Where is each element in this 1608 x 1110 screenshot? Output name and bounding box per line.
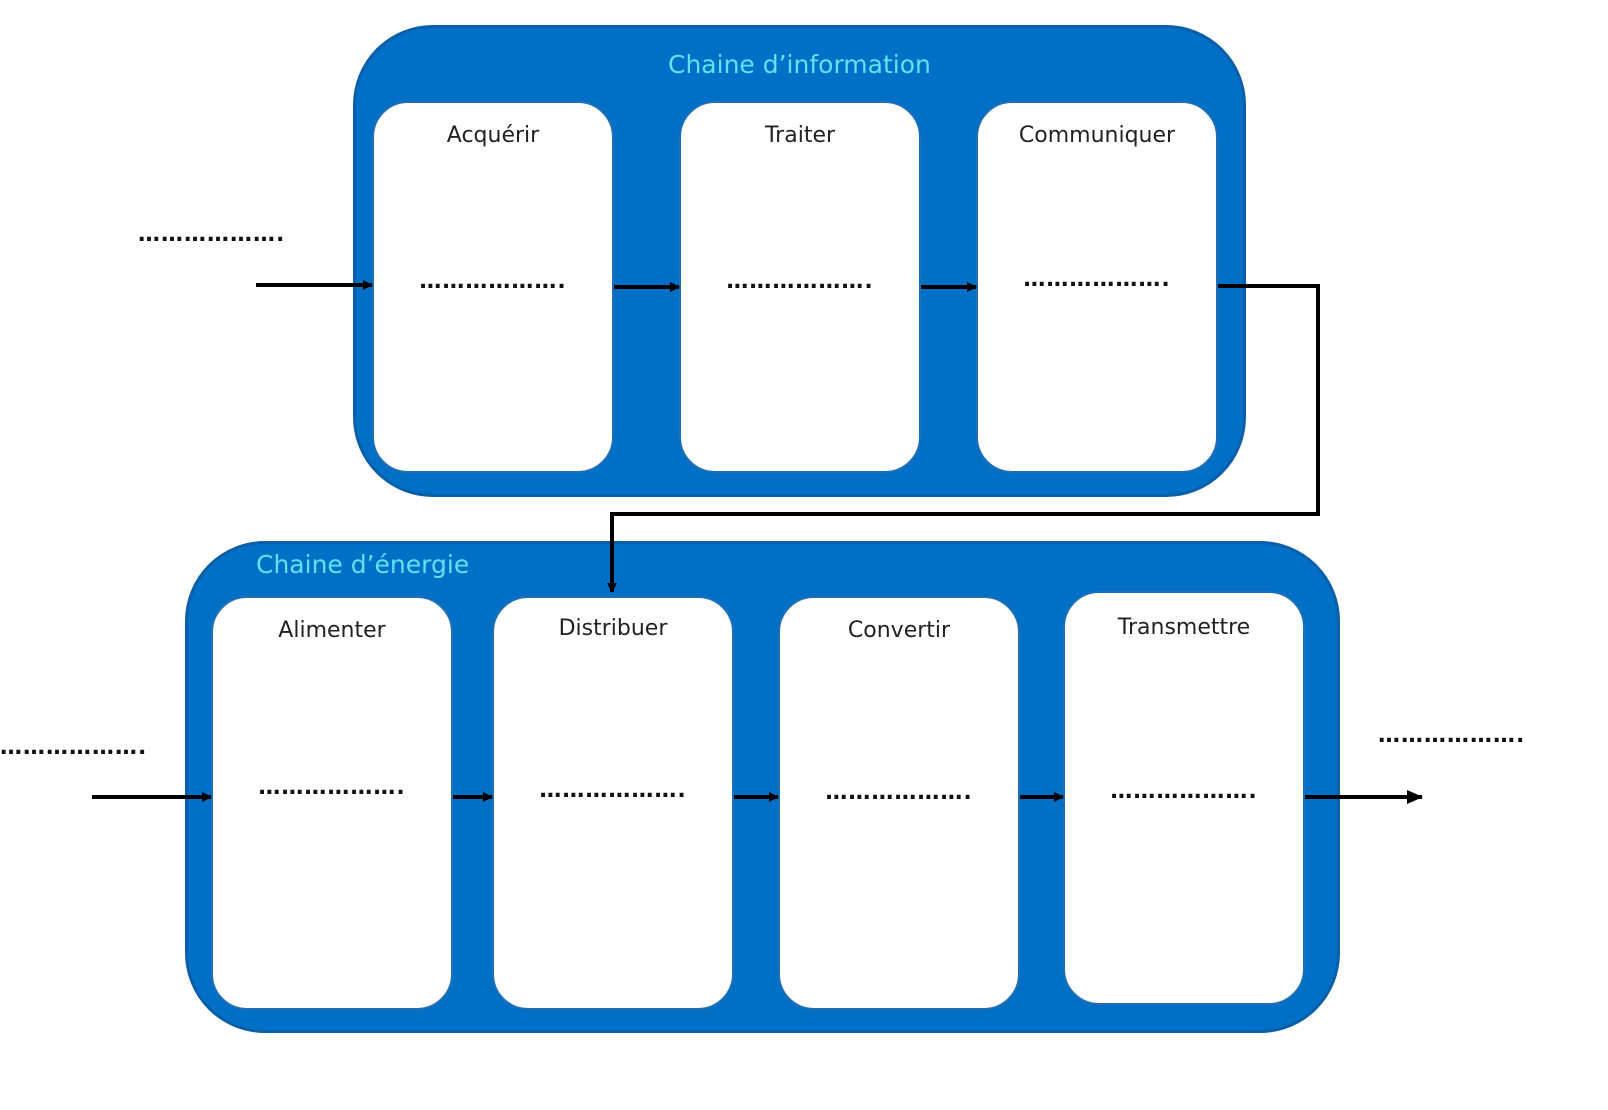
energy-input-blank: ……………….: [0, 735, 148, 760]
block-alimenter: Alimenter ……………….: [211, 596, 453, 1010]
block-communiquer-label: Communiquer: [1018, 123, 1176, 148]
block-distribuer: Distribuer ……………….: [492, 596, 734, 1010]
block-transmettre: Transmettre ……………….: [1063, 591, 1305, 1005]
block-traiter: Traiter ……………….: [679, 101, 921, 473]
block-convertir: Convertir ……………….: [778, 596, 1020, 1010]
info-input-blank: ……………….: [138, 222, 286, 247]
block-convertir-label: Convertir: [847, 618, 951, 643]
block-communiquer-blank: ……………….: [1023, 267, 1171, 292]
block-transmettre-label: Transmettre: [1117, 615, 1251, 640]
block-alimenter-blank: ……………….: [258, 775, 406, 800]
block-acquerir-label: Acquérir: [446, 123, 540, 148]
output-blank: ……………….: [1378, 723, 1526, 748]
block-traiter-label: Traiter: [764, 123, 836, 148]
block-acquerir-blank: ……………….: [419, 269, 567, 294]
block-communiquer: Communiquer ……………….: [976, 101, 1218, 473]
block-traiter-blank: ……………….: [726, 269, 874, 294]
block-convertir-blank: ……………….: [825, 780, 973, 805]
block-transmettre-blank: ……………….: [1110, 779, 1258, 804]
block-distribuer-blank: ……………….: [539, 778, 687, 803]
block-acquerir: Acquérir ……………….: [372, 101, 614, 473]
energy-chain-title: Chaine d’énergie: [256, 550, 470, 579]
block-distribuer-label: Distribuer: [558, 616, 668, 641]
information-chain-title: Chaine d’information: [668, 50, 931, 79]
block-alimenter-label: Alimenter: [278, 618, 386, 643]
